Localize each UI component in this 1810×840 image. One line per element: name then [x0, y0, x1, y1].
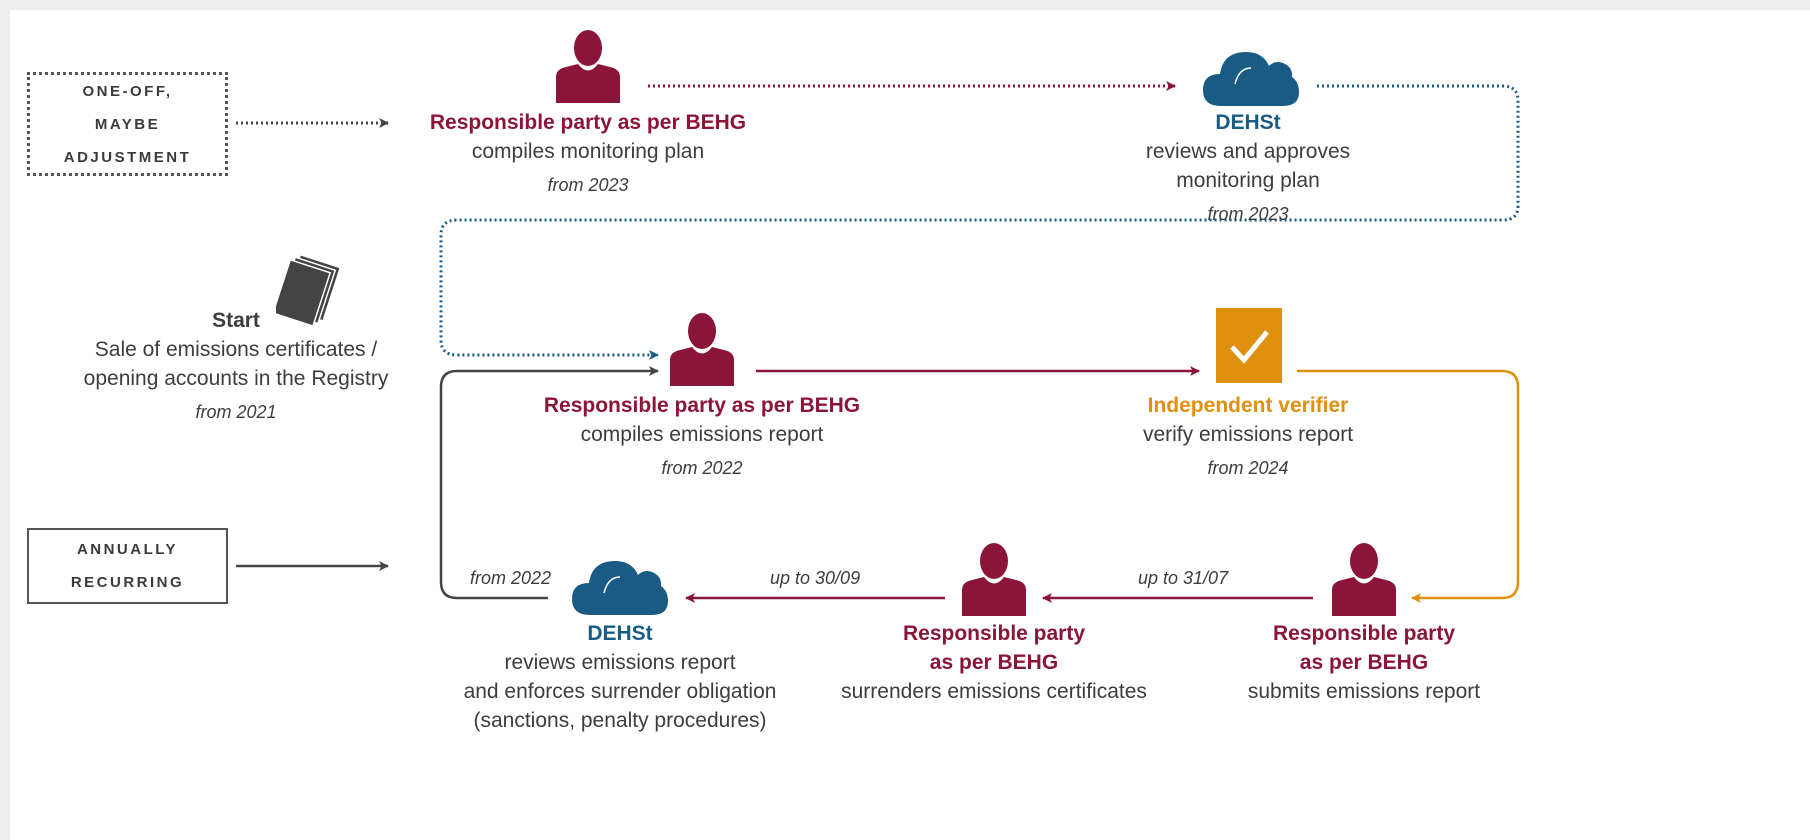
cloud-icon: [572, 561, 668, 615]
annual-line-2: RECURRING: [70, 574, 185, 591]
date-label: from 2022: [661, 458, 743, 478]
node-dehst-enforce: DEHSt reviews emissions report and enfor…: [440, 619, 800, 735]
cloud-icon: [1203, 52, 1299, 106]
actor-label: DEHSt: [587, 622, 653, 645]
action-label: compiles emissions report: [580, 423, 824, 446]
actor-label-line-2: as per BEHG: [929, 651, 1059, 674]
person-icon: [670, 313, 734, 386]
annual-tag: ANNUALLY RECURRING: [27, 528, 228, 604]
edge-label-deadline-submit: up to 31/07: [1138, 568, 1229, 588]
actor-label: Independent verifier: [1147, 394, 1349, 417]
edge-label-deadline-surrender: up to 30/09: [770, 568, 861, 588]
documents-icon: [276, 254, 342, 326]
start-node: Start Sale of emissions certificates / o…: [80, 306, 392, 425]
action-label-line-3: (sanctions, penalty procedures): [473, 709, 767, 732]
connector-layer: [236, 81, 1520, 603]
person-icon: [1332, 543, 1396, 616]
action-label: compiles monitoring plan: [471, 140, 705, 163]
actor-label: Responsible party as per BEHG: [429, 111, 747, 134]
date-label: from 2024: [1207, 458, 1289, 478]
start-title: Start: [212, 309, 260, 332]
start-desc-line-1: Sale of emissions certificates /: [94, 338, 378, 361]
action-label: surrenders emissions certificates: [841, 680, 1147, 703]
one-off-tag: ONE-OFF, MAYBE ADJUSTMENT: [27, 72, 228, 176]
checkbox-icon: [1216, 308, 1282, 383]
actor-label-line-1: Responsible party: [902, 622, 1086, 645]
start-date: from 2021: [195, 402, 277, 422]
one-off-line-2: MAYBE: [94, 115, 161, 133]
node-review-monitoring-plan: DEHSt reviews and approves monitoring pl…: [1098, 108, 1398, 227]
actor-label: Responsible party as per BEHG: [543, 394, 861, 417]
node-surrender-certificates: Responsible party as per BEHG surrenders…: [819, 619, 1169, 706]
node-compile-emissions-report: Responsible party as per BEHG compiles e…: [517, 391, 887, 481]
edge-label-loop-from: from 2022: [470, 568, 552, 588]
arrow-review-to-report: [439, 84, 1520, 360]
action-label-line-2: and enforces surrender obligation: [463, 680, 777, 703]
node-independent-verifier: Independent verifier verify emissions re…: [1098, 391, 1398, 481]
annual-line-1: ANNUALLY: [76, 541, 179, 558]
date-label: from 2023: [547, 175, 629, 195]
start-desc-line-2: opening accounts in the Registry: [83, 367, 389, 390]
arrow-loop-back: [439, 366, 659, 600]
actor-label-line-1: Responsible party: [1272, 622, 1456, 645]
action-label-line-2: monitoring plan: [1176, 169, 1320, 192]
arrow-verifier-to-submit: [1297, 369, 1520, 603]
one-off-line-3: ADJUSTMENT: [63, 148, 192, 166]
person-icon: [962, 543, 1026, 616]
action-label-line-1: reviews emissions report: [504, 651, 736, 674]
node-compile-monitoring-plan: Responsible party as per BEHG compiles m…: [403, 108, 773, 198]
diagram-canvas: ONE-OFF, MAYBE ADJUSTMENT ANNUALLY RECUR…: [10, 10, 1810, 840]
actor-label: DEHSt: [1215, 111, 1281, 134]
one-off-line-1: ONE-OFF,: [82, 82, 173, 100]
action-label-line-1: reviews and approves: [1145, 140, 1351, 163]
person-icon: [556, 30, 620, 103]
node-submit-emissions-report: Responsible party as per BEHG submits em…: [1224, 619, 1504, 706]
actor-label-line-2: as per BEHG: [1299, 651, 1429, 674]
action-label: submits emissions report: [1247, 680, 1481, 703]
date-label: from 2023: [1207, 204, 1289, 224]
action-label: verify emissions report: [1142, 423, 1354, 446]
